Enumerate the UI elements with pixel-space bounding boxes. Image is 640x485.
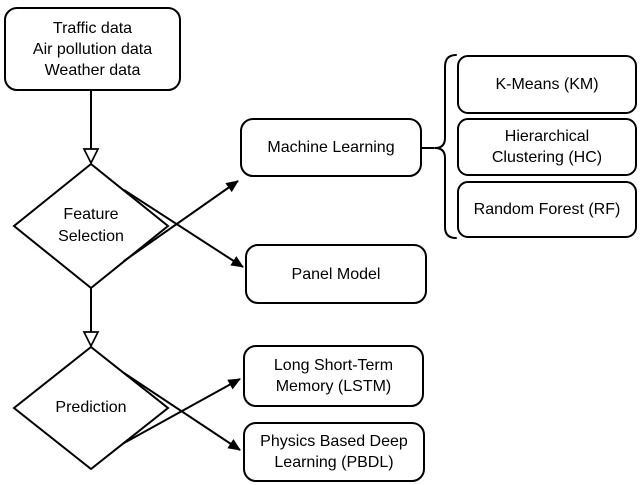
edge-feature-selection-to-machine-learning <box>123 180 239 262</box>
node-pbdl: Physics Based Deep Learning (PBDL) <box>243 422 425 482</box>
node-hierarchical-clustering: Hierarchical Clustering (HC) <box>457 118 637 176</box>
feature-selection-diamond <box>12 162 170 290</box>
curly-brace <box>434 54 457 239</box>
node-lstm-label: Long Short-Term Memory (LSTM) <box>273 357 394 395</box>
node-panel-model: Panel Model <box>245 244 427 304</box>
open-arrowhead-prediction <box>82 331 100 348</box>
node-random-forest: Random Forest (RF) <box>457 181 637 238</box>
node-hierarchical-clustering-label: Hierarchical Clustering (HC) <box>491 128 603 166</box>
node-data-sources-label: Traffic data Air pollution data Weather … <box>32 19 153 79</box>
open-arrowhead-feature-selection <box>82 148 100 165</box>
prediction-diamond <box>12 345 170 471</box>
edge-feature-selection-to-panel-model <box>123 189 244 268</box>
node-random-forest-label: Random Forest (RF) <box>473 201 621 218</box>
node-machine-learning-label: Machine Learning <box>267 139 395 156</box>
node-k-means-label: K-Means (KM) <box>495 76 599 93</box>
node-pbdl-label: Physics Based Deep Learning (PBDL) <box>260 433 408 471</box>
node-data-sources: Traffic data Air pollution data Weather … <box>4 7 181 91</box>
edge-prediction-to-pbdl <box>123 372 241 451</box>
node-k-means: K-Means (KM) <box>457 55 637 114</box>
node-lstm: Long Short-Term Memory (LSTM) <box>243 345 424 407</box>
node-panel-model-label: Panel Model <box>291 265 381 283</box>
node-machine-learning: Machine Learning <box>240 118 422 177</box>
